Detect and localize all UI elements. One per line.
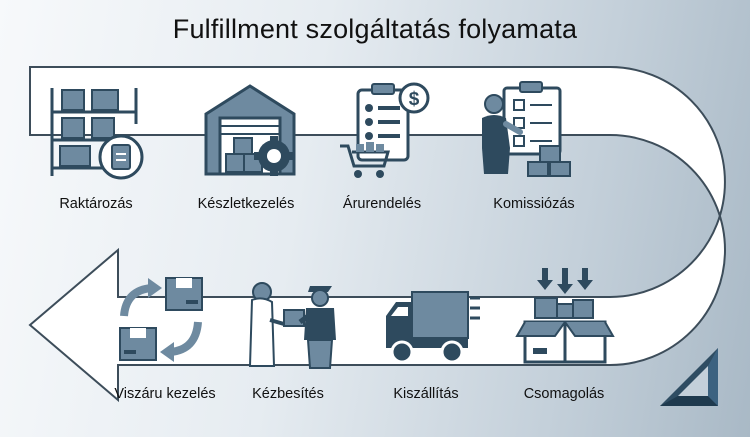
delivery-truck-icon	[386, 291, 480, 364]
svg-text:$: $	[409, 89, 420, 110]
warehouse-shelves-icon	[50, 88, 144, 180]
diagram-title: Fulfillment szolgáltatás folyamata	[172, 14, 578, 44]
step-label-komissiozas: Komissiózás	[493, 196, 575, 212]
worker-checklist-icon	[482, 81, 571, 177]
step-label-kezbesites: Kézbesítés	[252, 386, 324, 402]
open-box-arrows-icon	[515, 268, 615, 364]
step-label-arurendeles: Árurendelés	[342, 196, 422, 212]
warehouse-gear-icon	[204, 84, 296, 176]
step-label-raktarozas: Raktározás	[59, 196, 133, 212]
step-label-csomagolas: Csomagolás	[523, 386, 605, 402]
clipboard-cart-icon: $	[340, 82, 430, 178]
return-boxes-icon	[119, 277, 203, 362]
step-label-keszletkezeles: Készletkezelés	[197, 196, 295, 212]
company-logo	[660, 348, 718, 406]
step-label-viszaru-kezeles: Viszáru kezelés	[114, 386, 216, 402]
courier-handover-icon	[248, 282, 336, 369]
step-label-kiszallitas: Kiszállítás	[393, 386, 459, 402]
